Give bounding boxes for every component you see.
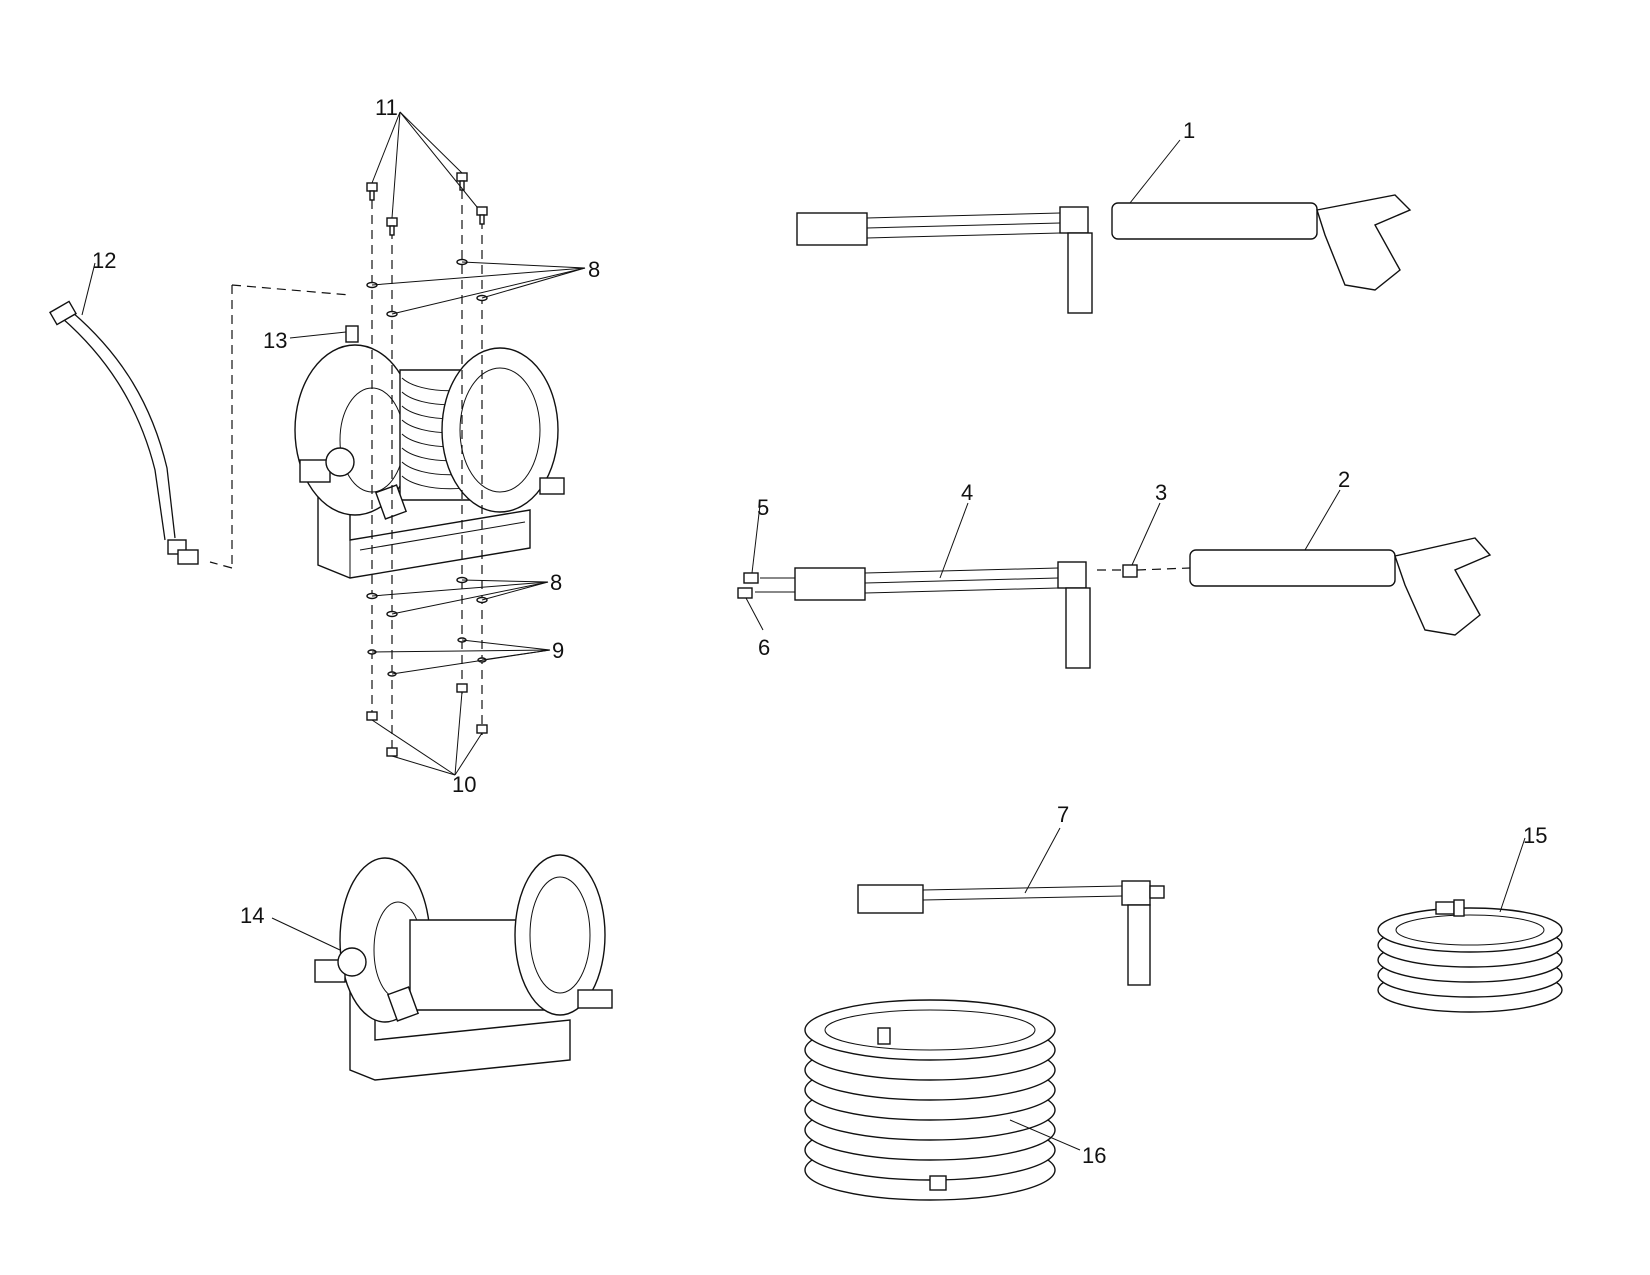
washers-part-8-top: [366, 258, 488, 318]
callout-10: 10: [452, 772, 476, 797]
callout-labels: 1 2 3 4 5 6 7 8 8 9 10 11 12 13 14 15 16: [92, 95, 1547, 1168]
coiled-hose-part-16: [804, 999, 1056, 1201]
callout-16: 16: [1082, 1143, 1106, 1168]
callout-15: 15: [1523, 823, 1547, 848]
hose-reel-exploded: [294, 344, 565, 579]
nuts-part-10: [366, 683, 488, 757]
wand-part-4: [755, 561, 1091, 669]
callout-9: 9: [552, 638, 564, 663]
callout-11: 11: [375, 95, 398, 120]
bolts-part-11: [366, 172, 488, 236]
callout-5: 5: [757, 495, 769, 520]
fitting-part-13: [345, 325, 359, 343]
fastener-dashlines: [371, 190, 483, 755]
gun-wand-assembly-part-1: [796, 194, 1412, 314]
fitting-part-3: [1097, 564, 1191, 578]
callout-13: 13: [263, 328, 287, 353]
callout-12: 12: [92, 248, 116, 273]
washers-part-8-bottom: [366, 576, 488, 618]
hose-whip-part-12: [49, 300, 199, 565]
trigger-gun-part-2: [1189, 537, 1492, 636]
hose-connection-dashline: [209, 284, 351, 569]
callout-8-bottom: 8: [550, 570, 562, 595]
lockwashers-part-9: [367, 637, 487, 677]
callout-7: 7: [1057, 802, 1069, 827]
coiled-hose-part-15: [1377, 899, 1563, 1013]
callout-8-top: 8: [588, 257, 600, 282]
nozzle-part-5: [743, 572, 759, 584]
callout-6: 6: [758, 635, 770, 660]
leader-lines: [81, 111, 1526, 1151]
nozzle-part-6: [737, 587, 753, 599]
callout-3: 3: [1155, 480, 1167, 505]
hose-reel-assembled-part-14: [314, 854, 613, 1081]
callout-1: 1: [1183, 118, 1195, 143]
short-wand-part-7: [857, 880, 1165, 986]
callout-2: 2: [1338, 467, 1350, 492]
callout-4: 4: [961, 480, 973, 505]
callout-14: 14: [240, 903, 264, 928]
